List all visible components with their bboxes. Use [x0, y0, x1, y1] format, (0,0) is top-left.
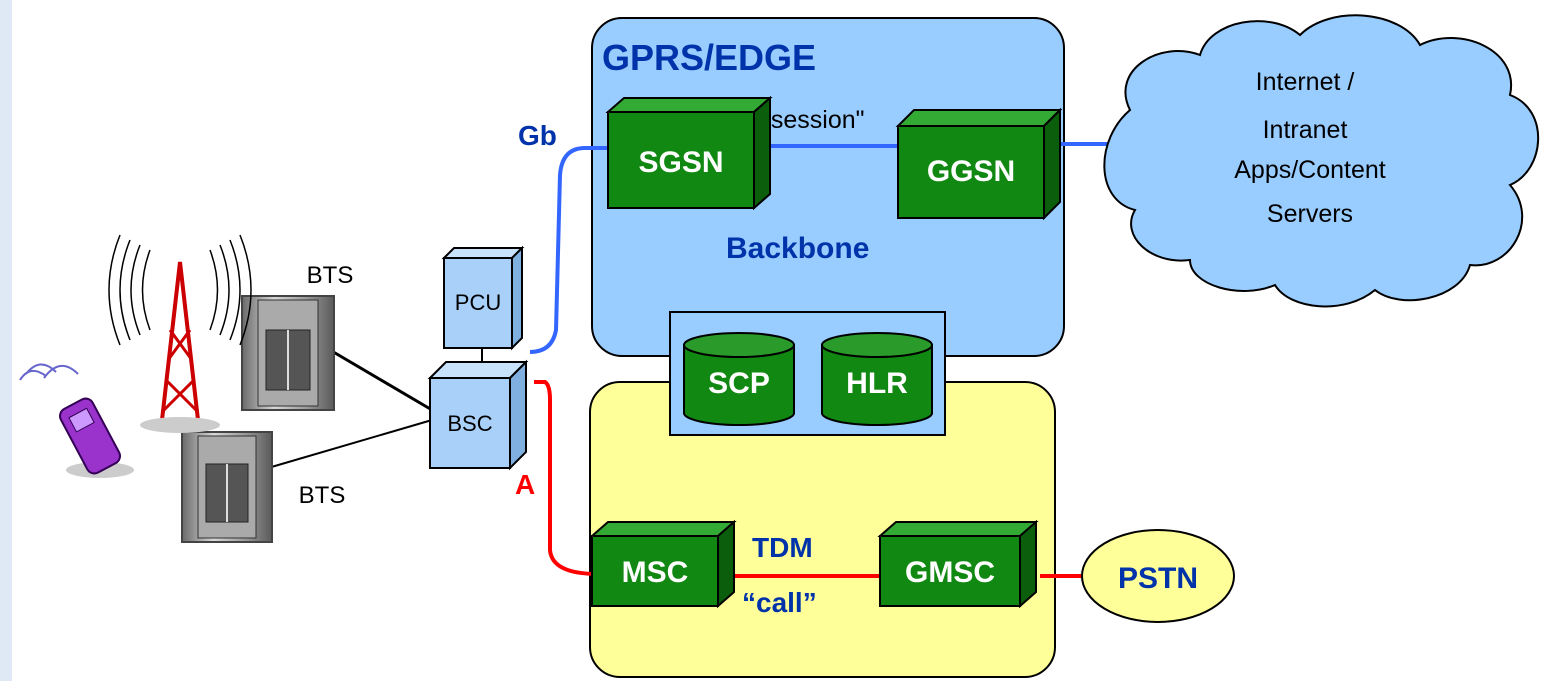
- scp-label: SCP: [708, 367, 770, 400]
- sgsn-label: SGSN: [638, 146, 723, 179]
- call-label: “call”: [742, 587, 817, 618]
- gmsc-node: GMSC: [877, 519, 1039, 609]
- scp-database: SCP: [683, 332, 795, 426]
- cloud-line-3: Apps/Content: [1234, 156, 1386, 184]
- cloud-line-1: Internet /: [1256, 68, 1355, 96]
- hlr-database: HLR: [821, 332, 933, 426]
- pstn-label: PSTN: [1118, 562, 1198, 595]
- a-interface-label: A: [515, 469, 535, 500]
- hlr-label: HLR: [846, 367, 908, 400]
- bts-top-node: BTS: [241, 262, 354, 411]
- gprs-region-title: GPRS/EDGE: [602, 37, 816, 78]
- bsc-node: BSC: [427, 359, 529, 471]
- bts-top-bsc-link: [329, 348, 433, 412]
- antenna-tower-icon: [108, 234, 252, 433]
- backbone-label: Backbone: [726, 232, 869, 265]
- cloud-line-4: Servers: [1267, 200, 1353, 228]
- bts-top-label: BTS: [307, 262, 354, 289]
- ggsn-node: GGSN: [895, 107, 1063, 221]
- cloud-line-2: Intranet: [1263, 116, 1348, 144]
- pcu-label: PCU: [455, 290, 501, 315]
- mobile-phone-icon: [19, 363, 134, 478]
- pstn-node: PSTN: [1081, 529, 1235, 623]
- tdm-label: TDM: [752, 532, 813, 563]
- bts-bottom-bsc-link: [267, 419, 433, 469]
- session-label: "session": [762, 106, 865, 134]
- gb-interface-label: Gb: [518, 120, 557, 151]
- bsc-label: BSC: [447, 411, 492, 436]
- gmsc-label: GMSC: [905, 556, 995, 589]
- a-interface-link: [534, 380, 599, 576]
- gb-link: [529, 146, 608, 354]
- ggsn-label: GGSN: [927, 155, 1015, 188]
- msc-node: MSC: [589, 519, 737, 609]
- pcu-node: PCU: [441, 245, 525, 351]
- bts-bottom-label: BTS: [299, 482, 346, 509]
- internet-cloud: Internet / Intranet Apps/Content Servers: [1103, 14, 1540, 308]
- left-edge-strip: [0, 0, 12, 681]
- bts-bottom-node: BTS: [181, 431, 346, 543]
- sgsn-node: SGSN: [605, 95, 773, 211]
- msc-label: MSC: [622, 556, 689, 589]
